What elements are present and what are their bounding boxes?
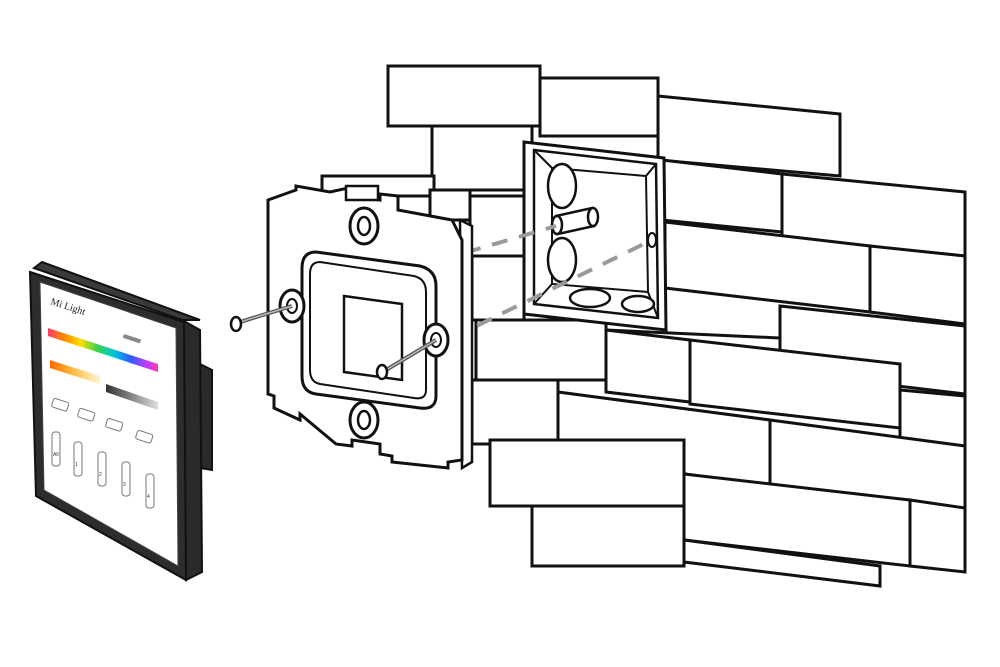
- zone-label: 4: [147, 494, 150, 500]
- brick: [868, 244, 967, 326]
- brick: [530, 504, 686, 568]
- panel-mode-button[interactable]: [105, 418, 124, 432]
- panel-mode-button[interactable]: [77, 408, 96, 422]
- color-wheel-slider[interactable]: [48, 328, 158, 372]
- brick: [430, 124, 534, 192]
- brick: [660, 158, 784, 234]
- zone-switch-2[interactable]: [97, 451, 107, 487]
- zone-switch-all[interactable]: [51, 431, 61, 467]
- zone-switch-3[interactable]: [121, 461, 131, 497]
- guide-line-lower: [451, 238, 653, 340]
- brick: [386, 64, 542, 128]
- brick: [474, 318, 608, 382]
- screw-right: [375, 338, 438, 381]
- mounting-plate: [266, 184, 474, 471]
- zone-switch-4[interactable]: [145, 473, 155, 509]
- plate-slot-bottom: [348, 400, 380, 440]
- plate-slot-top: [348, 206, 380, 246]
- brick: [682, 538, 882, 588]
- knockout-hole: [546, 236, 578, 284]
- zone-label: 2: [99, 472, 102, 478]
- panel-zone-switches: [51, 431, 155, 509]
- color-temperature-slider[interactable]: [50, 360, 100, 384]
- brick: [470, 254, 526, 322]
- screw-left: [229, 304, 293, 333]
- zone-label: 1: [75, 462, 78, 468]
- knockout-hole: [568, 287, 612, 309]
- mounting-post: [550, 206, 600, 236]
- brick: [470, 378, 560, 446]
- panel-mode-button[interactable]: [135, 430, 154, 444]
- brick-wall: [320, 64, 967, 588]
- zone-label: All: [53, 452, 59, 458]
- panel-mode-buttons: [51, 398, 154, 444]
- panel-mode-button[interactable]: [51, 398, 70, 412]
- brick: [538, 76, 660, 138]
- brick: [908, 498, 967, 574]
- knockout-hole: [620, 294, 656, 314]
- zone-label: 3: [123, 482, 126, 488]
- touch-panel: Mi Light: [28, 260, 213, 582]
- brick: [428, 188, 472, 222]
- brick: [656, 94, 842, 178]
- brick: [488, 438, 686, 508]
- knockout-hole: [546, 162, 578, 210]
- junction-box: [522, 140, 668, 332]
- panel-status-icons: [122, 333, 142, 344]
- brick: [604, 328, 692, 404]
- zone-switch-1[interactable]: [73, 441, 83, 477]
- brightness-slider[interactable]: [106, 384, 158, 410]
